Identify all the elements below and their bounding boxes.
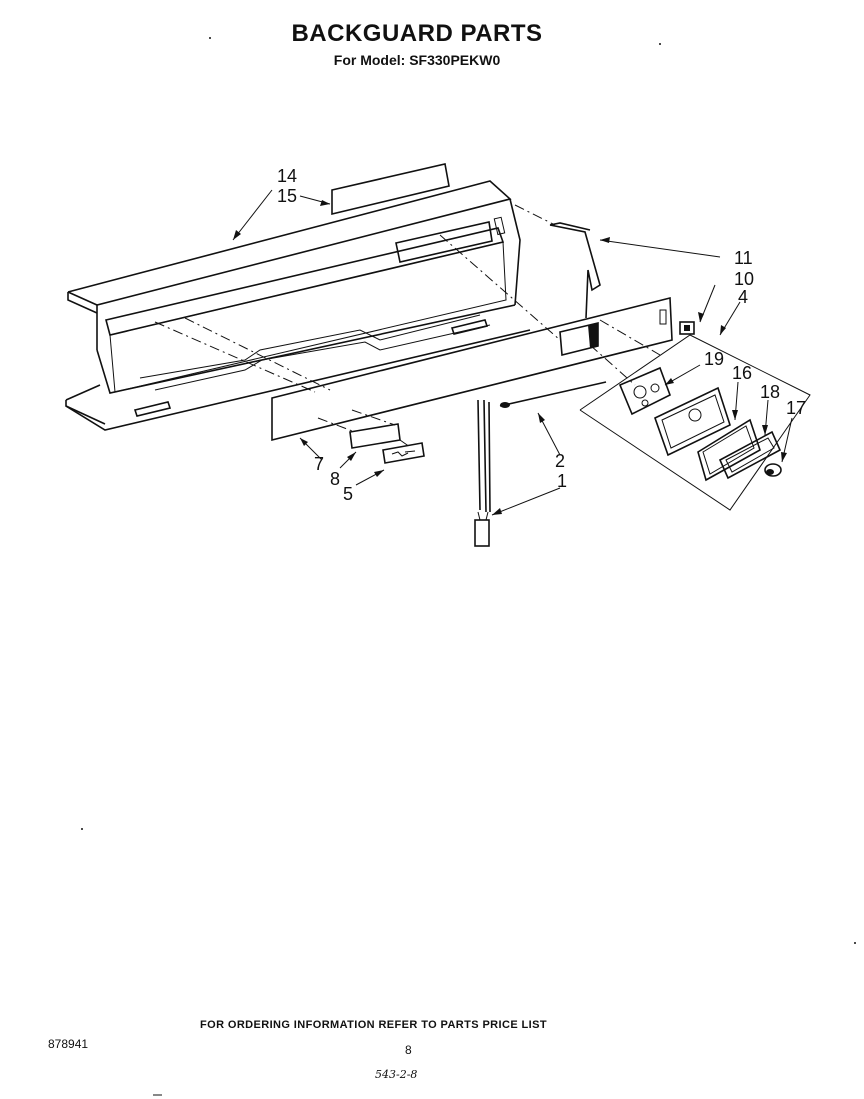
- callout-labels: 14 15 11 10 4 19 16 18 17 2 1 7 8 5: [277, 166, 806, 504]
- wire-harness: [474, 399, 491, 547]
- callout-10: 10: [734, 269, 754, 289]
- callout-5: 5: [343, 484, 353, 504]
- callout-14: 14: [277, 166, 297, 186]
- ordering-info-note: FOR ORDERING INFORMATION REFER TO PARTS …: [200, 1019, 547, 1031]
- alignment-lines: [154, 204, 661, 448]
- leader-lines: [232, 189, 793, 516]
- callout-2: 2: [555, 451, 565, 471]
- switch-part: [679, 321, 695, 335]
- callout-19: 19: [704, 349, 724, 369]
- control-panel: [271, 296, 673, 442]
- lamp-rod: [499, 381, 607, 408]
- callout-1: 1: [557, 471, 567, 491]
- callout-17: 17: [786, 398, 806, 418]
- document-number: 878941: [48, 1037, 89, 1051]
- page-title: BACKGUARD PARTS: [291, 20, 543, 47]
- scan-specks: [81, 37, 856, 1096]
- callout-11: 11: [734, 248, 753, 268]
- backguard-housing: [65, 180, 531, 431]
- callout-18: 18: [760, 382, 780, 402]
- handwritten-code: 543-2-8: [375, 1068, 418, 1081]
- callout-16: 16: [732, 363, 752, 383]
- callout-4: 4: [738, 287, 748, 307]
- control-assembly-group: [579, 334, 811, 511]
- badge-parts: [349, 423, 425, 464]
- callout-8: 8: [330, 469, 340, 489]
- rear-top-bracket: [331, 163, 450, 216]
- right-end-bracket: [549, 222, 601, 319]
- page-number: 8: [405, 1043, 412, 1057]
- callout-7: 7: [314, 454, 324, 474]
- callout-15: 15: [277, 186, 297, 206]
- model-subtitle: For Model: SF330PEKW0: [333, 52, 501, 68]
